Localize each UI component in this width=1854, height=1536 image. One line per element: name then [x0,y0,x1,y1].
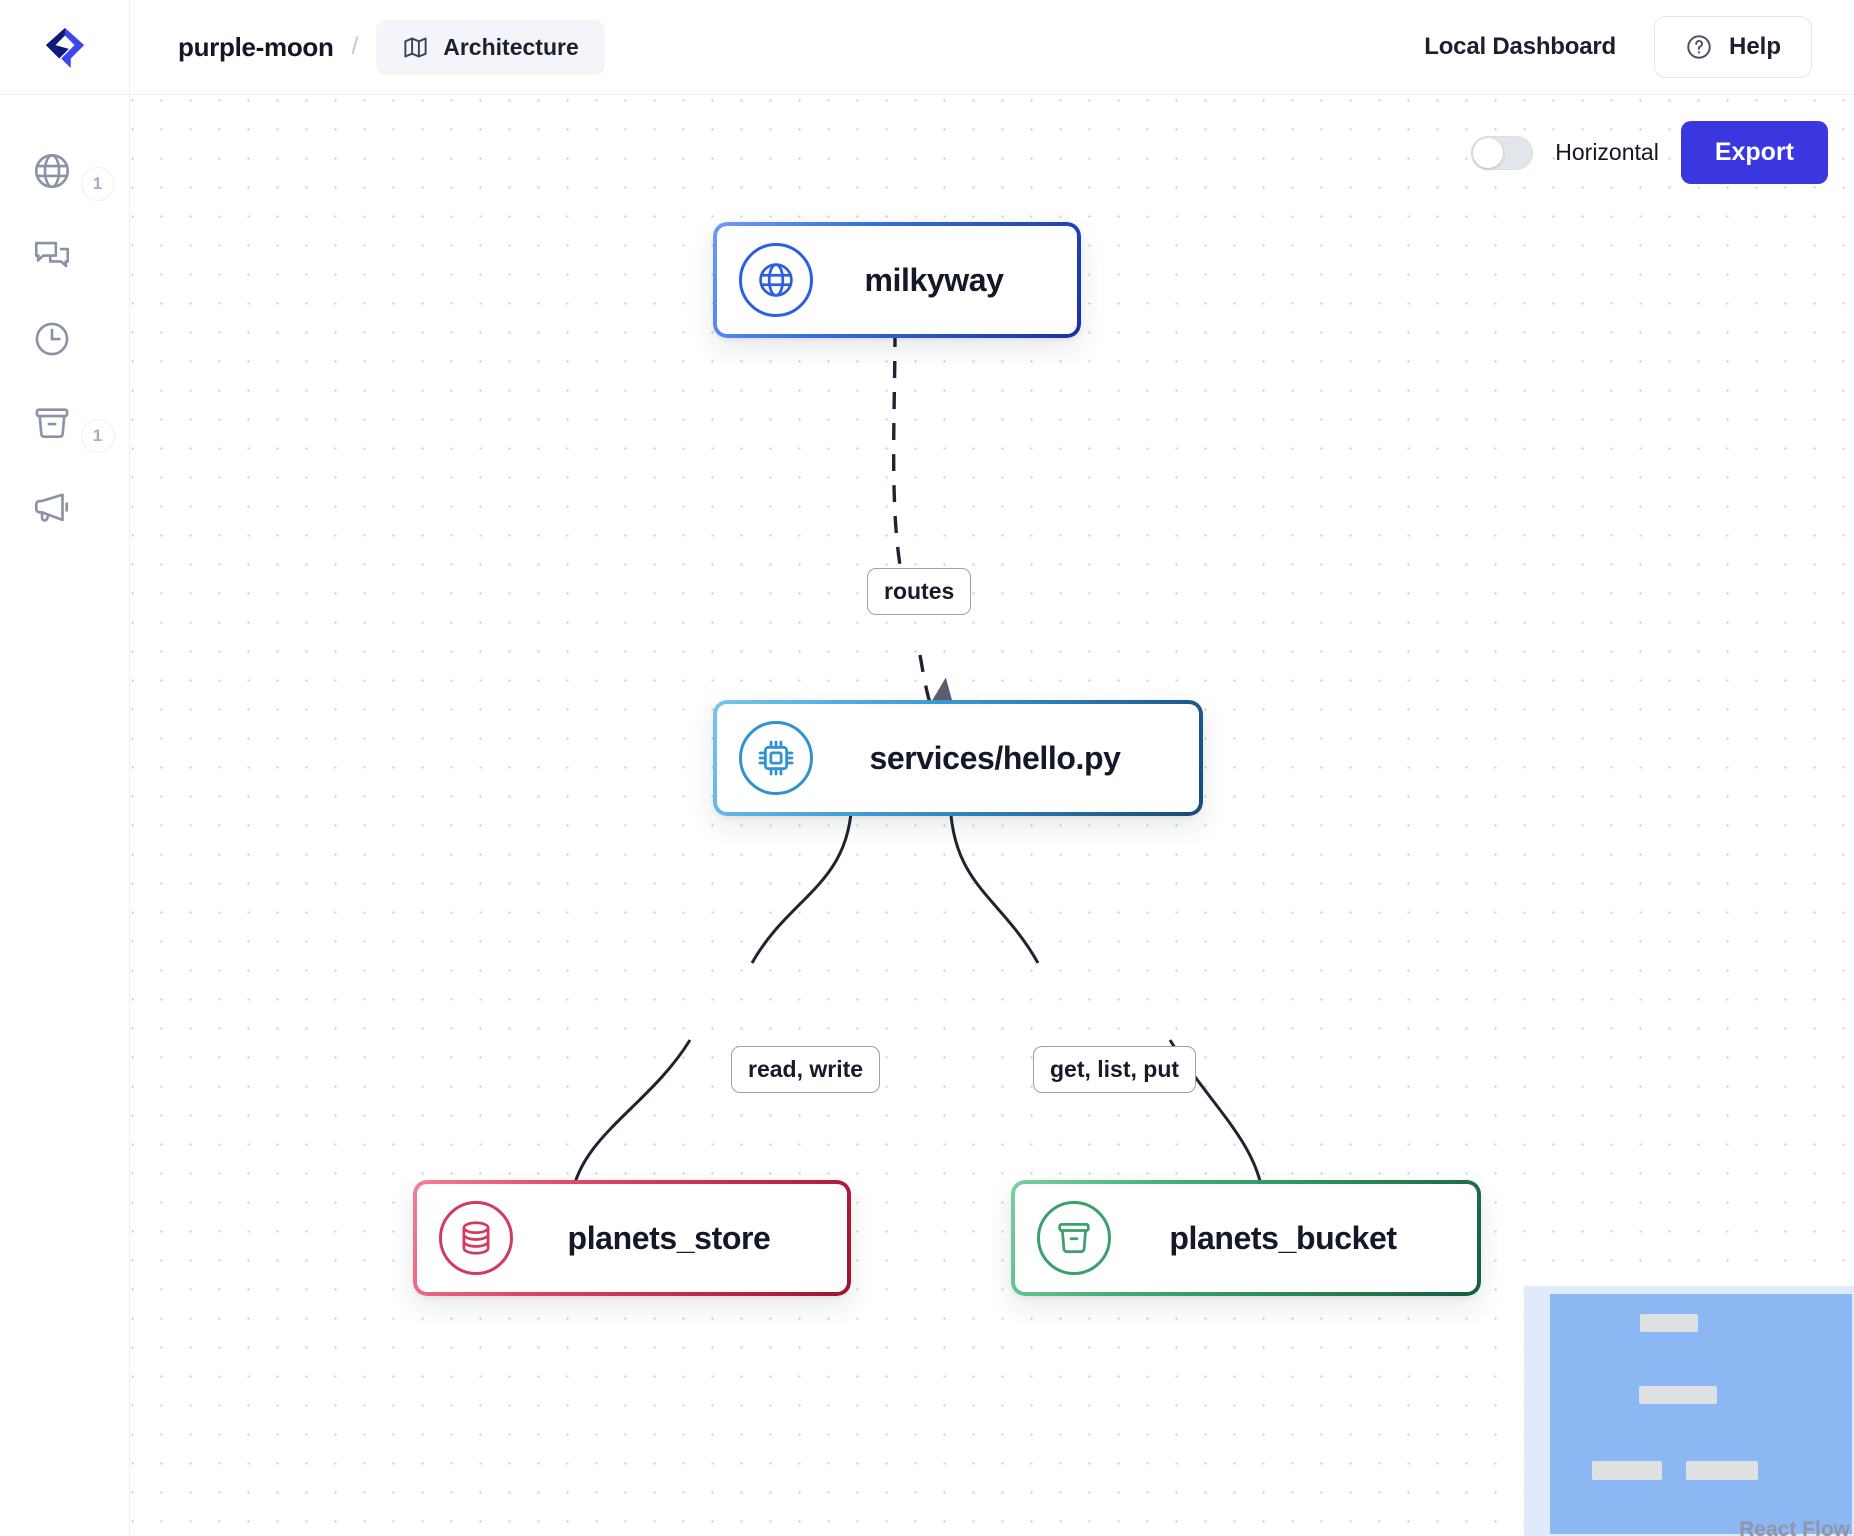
tab-architecture[interactable]: Architecture [376,19,605,75]
question-circle-icon [1687,35,1711,59]
globe-icon [759,263,793,297]
node-planets-store-label: planets_store [567,1219,771,1256]
globe-icon [34,153,69,189]
node-planets-store-icon-circle [439,1201,513,1275]
minimap[interactable] [1524,1286,1854,1536]
minimap-node [1592,1461,1662,1480]
sidebar-badge-storage: 1 [80,419,115,453]
edge-label-get-list-put[interactable]: get, list, put [1033,1046,1197,1093]
sidebar: 1 1 [0,95,130,1536]
help-button[interactable]: Help [1653,16,1812,78]
edge-label-routes[interactable]: routes [867,568,972,615]
tab-architecture-label: Architecture [443,33,579,60]
node-planets-bucket[interactable]: planets_bucket [1011,1180,1481,1296]
sidebar-item-schedules[interactable] [23,315,107,363]
minimap-viewport[interactable] [1550,1294,1852,1534]
map-icon [404,37,427,57]
node-services-hello-py[interactable]: services/hello.py [713,700,1203,816]
database-icon [462,1221,490,1255]
sidebar-item-messages[interactable] [23,231,107,279]
edge-label-read-write[interactable]: read, write [731,1046,881,1093]
export-button[interactable]: Export [1680,121,1828,184]
flow-controls: Horizontal Export [1471,121,1828,184]
sidebar-item-topics[interactable] [23,483,107,531]
clock-icon [35,322,68,356]
node-services-hello-py-label: services/hello.py [869,739,1121,776]
horizontal-toggle-label: Horizontal [1555,139,1659,165]
node-planets-bucket-icon-circle [1037,1201,1111,1275]
react-flow-attribution[interactable]: React Flow [1739,1518,1850,1536]
breadcrumb-separator: / [351,33,359,60]
sidebar-item-endpoints[interactable]: 1 [23,147,115,201]
node-milkyway[interactable]: milkyway [713,222,1081,338]
brand-chevron-logo-icon [45,27,84,69]
bucket-icon [35,408,68,438]
breadcrumb: purple-moon / Architecture [178,19,605,75]
minimap-node [1640,1314,1698,1332]
breadcrumb-project[interactable]: purple-moon [178,31,334,62]
megaphone-icon [34,493,68,522]
node-planets-bucket-label: planets_bucket [1169,1219,1397,1256]
sidebar-badge-endpoints: 1 [80,167,115,201]
node-planets-store[interactable]: planets_store [413,1180,851,1296]
node-services-hello-py-icon-circle [739,721,813,795]
minimap-node [1686,1461,1758,1480]
app-body: 1 1 [0,95,1854,1536]
horizontal-toggle[interactable] [1471,135,1534,170]
header-actions: Local Dashboard Help [1424,16,1812,78]
bucket-icon [1058,1223,1090,1253]
minimap-node [1639,1386,1717,1404]
help-button-label: Help [1728,33,1781,60]
brand-logo[interactable] [0,0,130,95]
node-milkyway-icon-circle [739,243,813,317]
flow-canvas[interactable]: Horizontal Export milkyway [130,95,1854,1536]
app-header: purple-moon / Architecture Local Dashboa… [0,0,1854,95]
chat-icon [34,241,69,268]
sidebar-item-storage[interactable]: 1 [23,399,115,453]
chip-icon [758,740,794,776]
dashboard-title: Local Dashboard [1424,33,1616,60]
node-milkyway-label: milkyway [864,261,1004,298]
toggle-knob [1473,137,1504,168]
